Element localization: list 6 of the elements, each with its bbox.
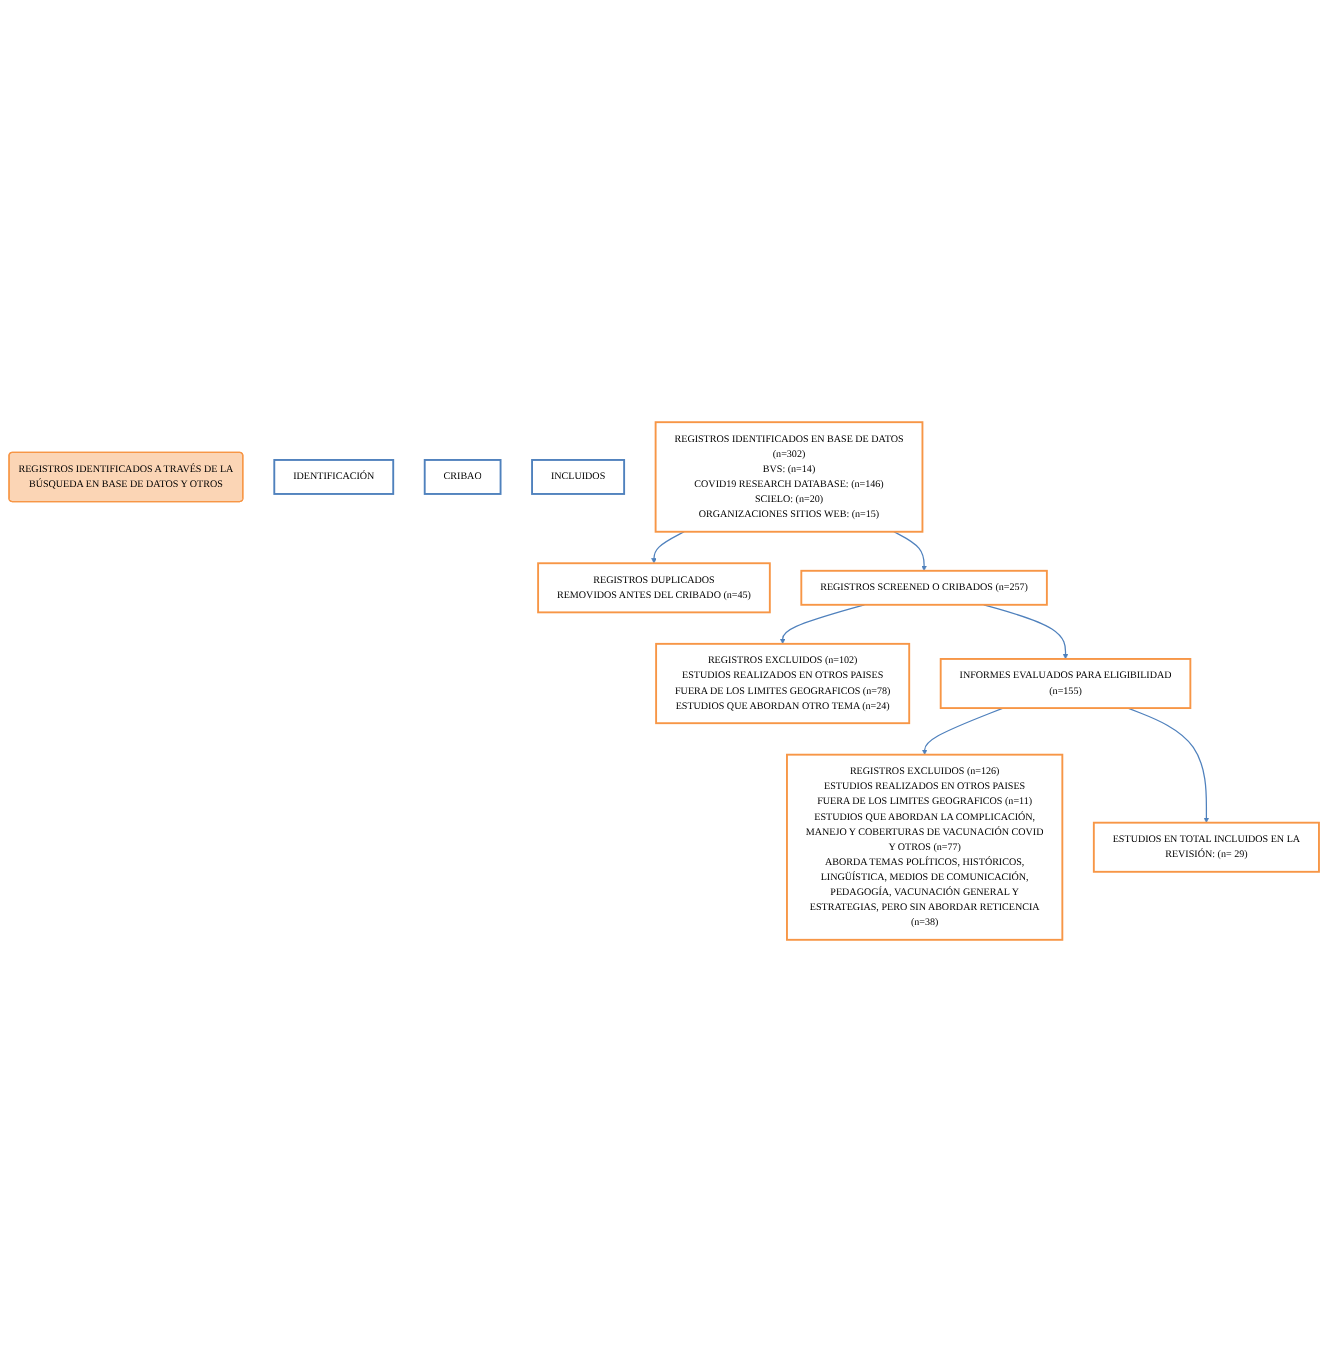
arrow (651, 531, 685, 564)
arrow (983, 604, 1069, 660)
arrow (893, 531, 927, 572)
arrow (1127, 707, 1210, 823)
arrow (921, 707, 1004, 755)
arrow (779, 604, 866, 645)
